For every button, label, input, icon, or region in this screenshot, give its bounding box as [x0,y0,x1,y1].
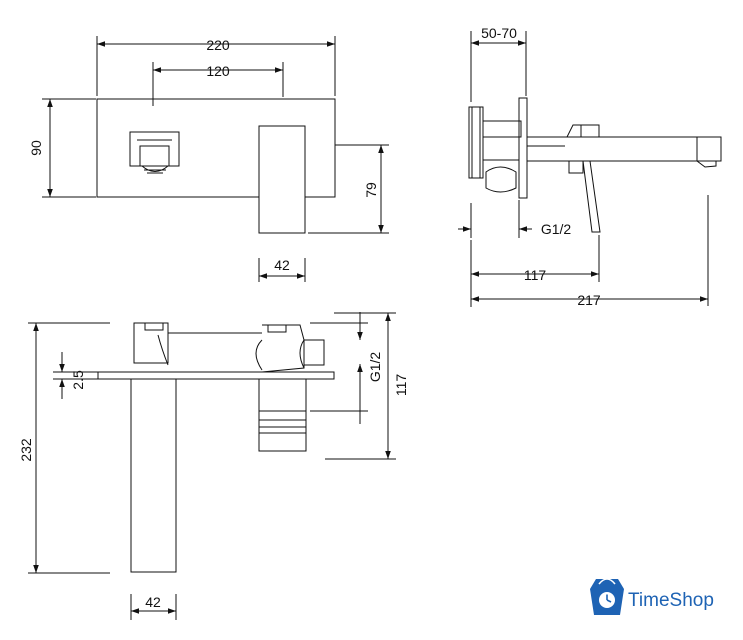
label-g12-top: G1/2 [367,352,383,383]
body-cylinder-outline [258,378,307,452]
label-220: 220 [206,37,230,53]
label-79: 79 [363,182,379,198]
label-42-spout: 42 [145,594,161,610]
label-42-handle: 42 [274,257,290,273]
wall-plate-outline [96,98,336,198]
label-217: 217 [577,292,601,308]
label-117-side: 117 [524,267,547,283]
lever-outline [582,160,601,233]
handle-outline [258,125,306,234]
label-2-5: 2.5 [70,370,86,390]
spout-outline [526,136,722,162]
side-view [458,31,722,307]
label-117-top: 117 [393,374,409,397]
timeshop-logo: TimeShop [590,578,714,615]
wall-plate-top [97,371,335,380]
spout-body-outline [130,378,177,573]
shopping-bag-clock-icon [590,578,624,615]
top-view [28,312,396,620]
wall-flange-outline [518,97,528,199]
body-rear-outline [468,106,484,179]
brand-name: TimeShop [628,590,714,611]
spout-outlet-outline [129,131,180,167]
handle-top-outline [566,124,600,138]
label-90: 90 [28,140,44,156]
label-232: 232 [18,438,34,462]
front-view [42,36,389,282]
label-g12-side: G1/2 [541,221,572,237]
label-50-70: 50-70 [481,25,517,41]
label-120: 120 [206,63,230,79]
nut-outline [485,166,517,193]
